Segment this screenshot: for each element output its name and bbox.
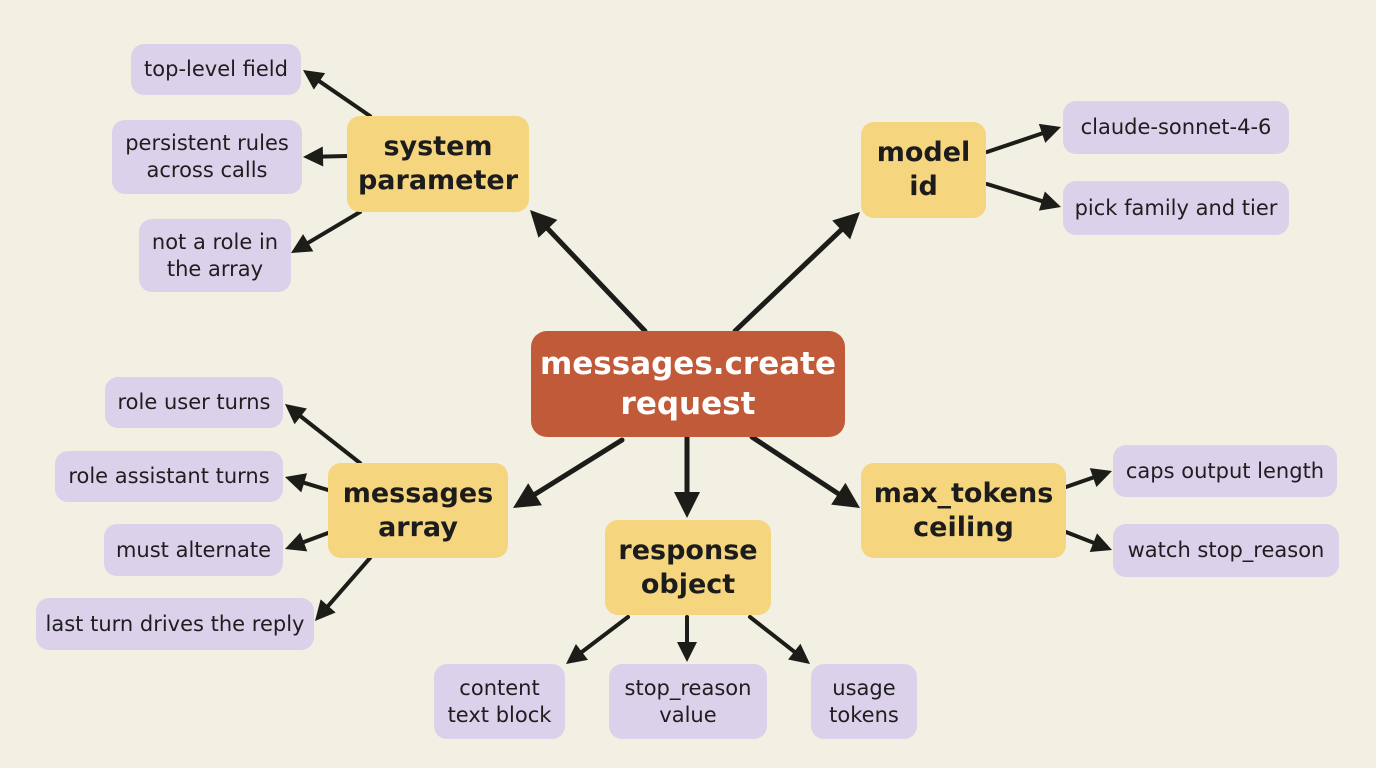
branch-node-system-parameter: system parameter [347,116,529,212]
leaf-role-assistant-turns: role assistant turns [55,451,283,502]
leaf-top-level-field: top-level field [131,44,301,95]
arrow-root-to-response [674,434,700,518]
leaf-caps-output-length: caps output length [1113,445,1337,497]
arrow-max-tokens-to-caps [1064,468,1112,489]
arrow-messages-to-must-alternate [285,531,330,552]
arrow-messages-to-role-assistant [285,473,330,493]
branch-node-max-tokens-ceiling: max_tokens ceiling [861,463,1066,558]
arrow-max-tokens-to-watch [1064,530,1112,553]
root-node-messages-create-request: messages.create request [531,331,845,437]
arrow-response-to-content [566,615,630,664]
arrow-system-to-top-level-field [303,70,372,118]
arrow-root-to-max-tokens [749,434,860,508]
arrow-system-to-not-a-role [291,210,362,253]
branch-node-response-object: response object [605,520,771,615]
arrow-messages-to-last-turn [315,556,372,621]
leaf-last-turn-drives-the-reply: last turn drives the reply [36,598,314,650]
branch-node-model-id: model id [861,122,986,218]
arrow-response-to-stop-reason [677,615,697,662]
arrow-system-to-persistent-rules [303,146,349,167]
leaf-usage-tokens: usage tokens [811,664,917,739]
branch-node-messages-array: messages array [328,463,508,558]
arrow-root-to-model [732,212,860,334]
leaf-claude-sonnet-4-6: claude-sonnet-4-6 [1063,101,1289,154]
leaf-content-text-block: content text block [434,664,565,739]
arrow-root-to-system [530,210,648,334]
leaf-watch-stop-reason: watch stop_reason [1113,524,1339,577]
leaf-must-alternate: must alternate [104,524,283,576]
leaf-stop-reason-value: stop_reason value [609,664,767,739]
arrow-model-to-claude-sonnet [985,123,1061,154]
arrow-messages-to-role-user [285,404,362,465]
arrow-root-to-messages [513,437,625,508]
leaf-pick-family-and-tier: pick family and tier [1063,181,1289,235]
leaf-role-user-turns: role user turns [105,377,283,428]
arrow-model-to-pick-family [985,182,1061,211]
arrow-response-to-usage [748,615,810,664]
leaf-persistent-rules-across-calls: persistent rules across calls [112,120,302,194]
leaf-not-a-role-in-the-array: not a role in the array [139,219,291,292]
